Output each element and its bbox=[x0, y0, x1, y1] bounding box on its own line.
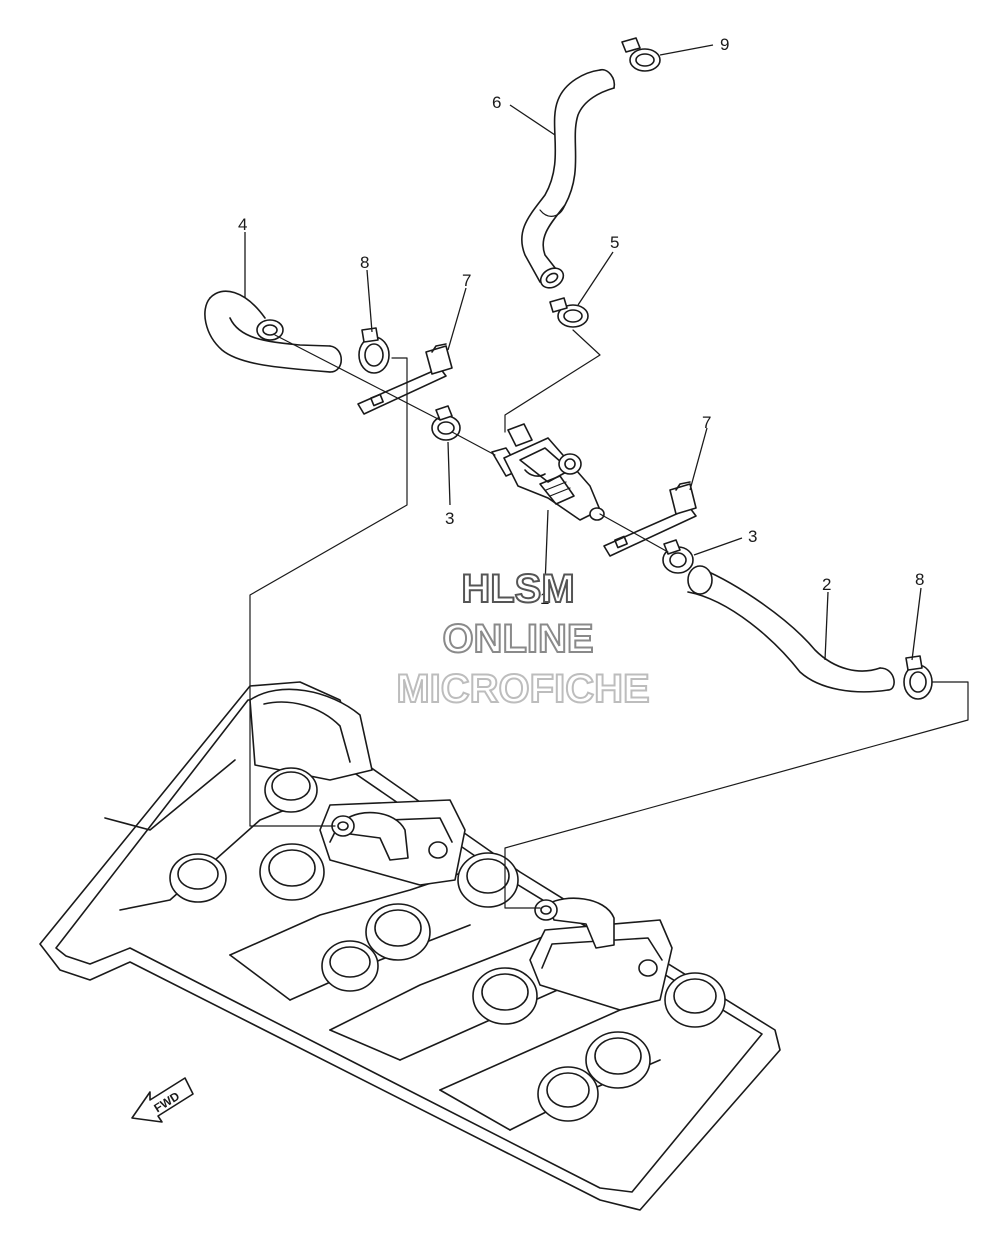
callout-5: 5 bbox=[610, 233, 619, 252]
callout-9: 9 bbox=[720, 35, 729, 54]
callout-8-left: 8 bbox=[360, 253, 369, 272]
clamp-3-left bbox=[431, 405, 461, 441]
plug-holes bbox=[169, 767, 726, 1122]
callout-4: 4 bbox=[238, 215, 247, 234]
leader-lines bbox=[244, 44, 922, 661]
hose-2 bbox=[687, 565, 895, 693]
callout-7-left: 7 bbox=[462, 271, 471, 290]
watermark-line-2: ONLINE bbox=[442, 617, 593, 661]
cover-nipples bbox=[331, 811, 658, 977]
holder-7-left bbox=[357, 343, 453, 415]
routing-lines bbox=[249, 329, 969, 909]
clamp-8-right bbox=[903, 655, 933, 700]
clamp-3-right bbox=[662, 539, 694, 574]
air-cutoff-valve-1 bbox=[491, 423, 605, 521]
callout-numbers: 9 6 4 8 7 5 3 1 7 3 2 8 bbox=[238, 35, 924, 608]
hose-6 bbox=[520, 68, 616, 289]
holder-7-right bbox=[603, 481, 697, 557]
watermark-line-1: HLSM bbox=[461, 567, 574, 611]
callout-1: 1 bbox=[540, 589, 549, 608]
watermark-line-3: MICROFICHE bbox=[396, 667, 649, 711]
callout-3-left: 3 bbox=[445, 509, 454, 528]
callout-6: 6 bbox=[492, 93, 501, 112]
hose-4 bbox=[204, 290, 343, 373]
callout-2: 2 bbox=[822, 575, 831, 594]
clamp-5 bbox=[549, 297, 589, 328]
clamp-9 bbox=[621, 37, 661, 72]
callout-8-right: 8 bbox=[915, 570, 924, 589]
callout-7-right: 7 bbox=[702, 413, 711, 432]
clamp-8-left bbox=[358, 327, 390, 374]
fwd-arrow: FWD bbox=[131, 1077, 194, 1123]
callout-3-right: 3 bbox=[748, 527, 757, 546]
watermark: HLSM ONLINE MICROFICHE bbox=[395, 566, 650, 712]
